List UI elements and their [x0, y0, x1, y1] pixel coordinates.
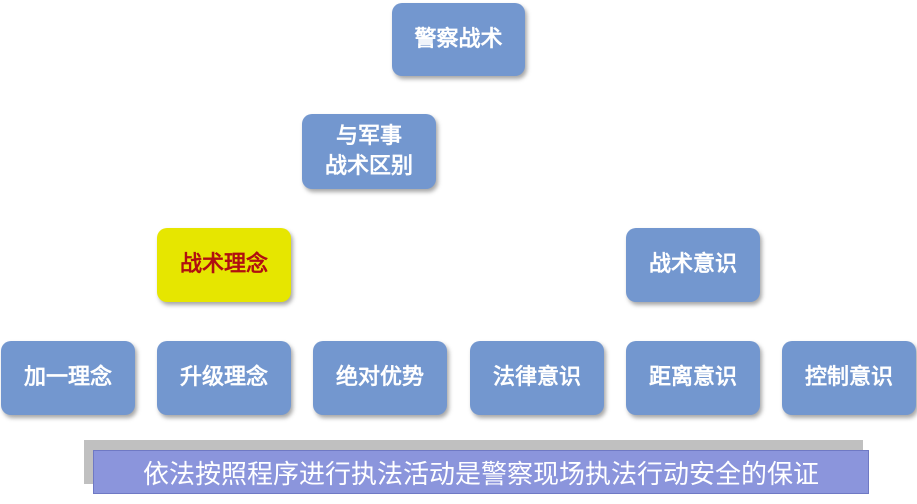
node-leaf-legal-awareness: 法律意识	[470, 341, 604, 415]
node-leaf-distance-awareness: 距离意识	[626, 341, 760, 415]
node-tactical-awareness: 战术意识	[626, 228, 760, 302]
node-police-tactics: 警察战术	[392, 3, 525, 76]
node-tactical-concept: 战术理念	[157, 228, 291, 302]
node-leaf-escalation: 升级理念	[157, 341, 291, 415]
banner-statement: 依法按照程序进行执法活动是警察现场执法行动安全的保证	[93, 450, 869, 494]
node-leaf-add-one: 加一理念	[1, 341, 135, 415]
node-military-difference: 与军事 战术区别	[302, 114, 436, 189]
node-leaf-control-awareness: 控制意识	[782, 341, 916, 415]
node-leaf-absolute-advantage: 绝对优势	[313, 341, 447, 415]
